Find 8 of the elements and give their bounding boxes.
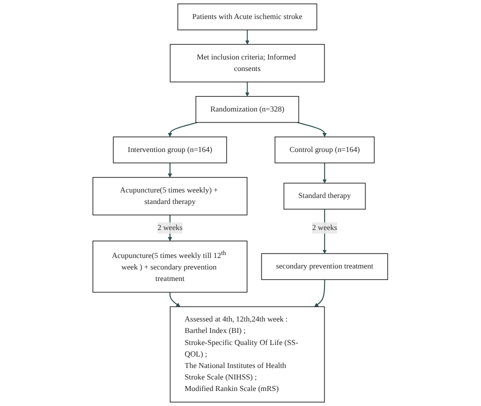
arrow <box>168 162 172 178</box>
arrow <box>170 292 181 307</box>
arrow <box>296 122 327 138</box>
arrow <box>314 279 326 307</box>
arrow <box>245 29 250 45</box>
arrow <box>245 81 250 97</box>
arrow <box>168 122 198 138</box>
arrow <box>322 162 327 184</box>
